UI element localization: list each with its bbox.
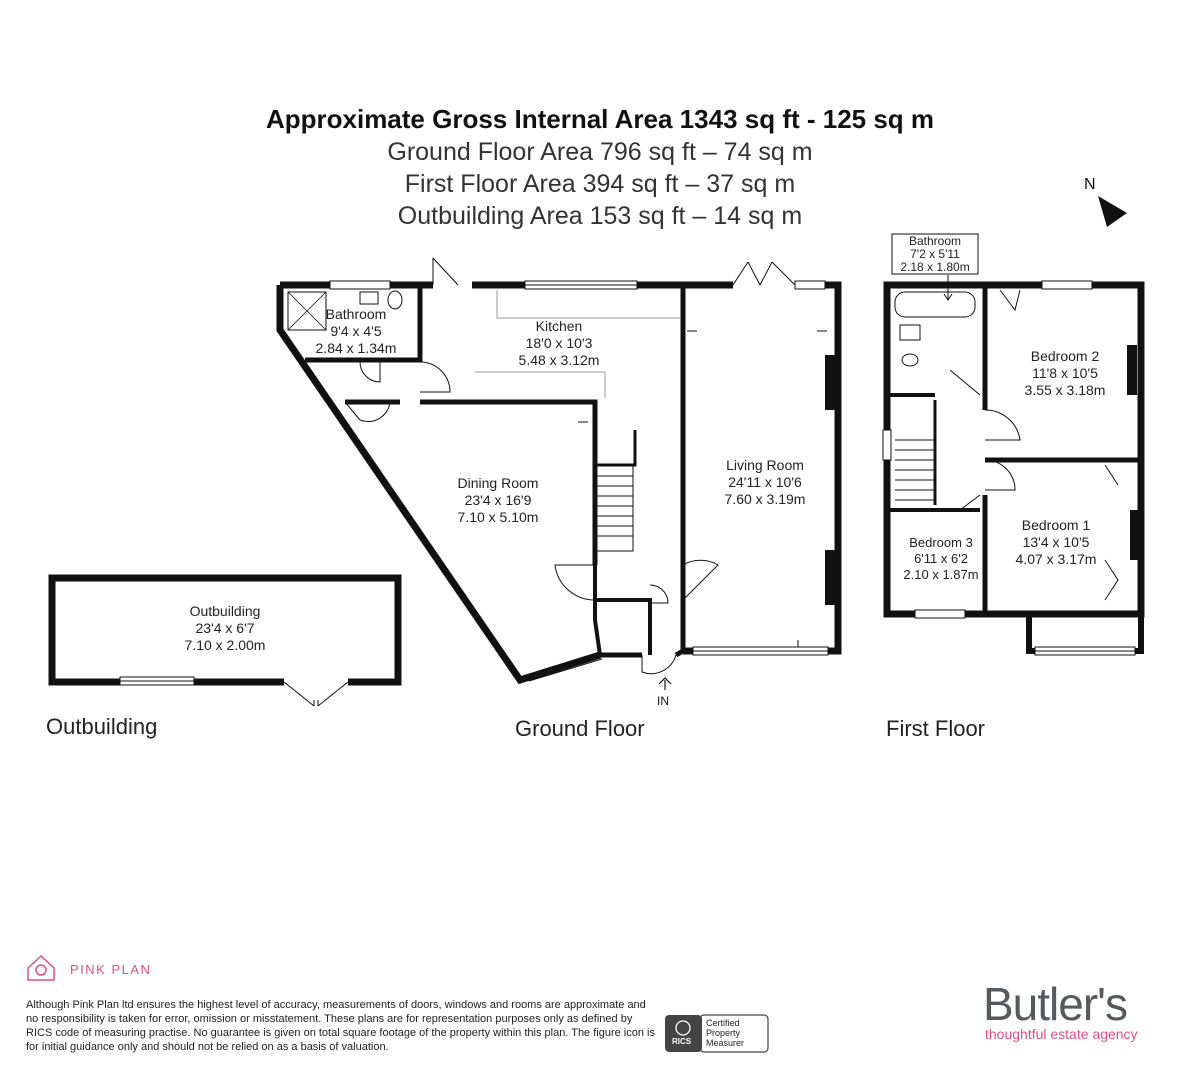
ground-floor-plan <box>276 257 842 685</box>
first-bathroom-label: Bathroom 7'2 x 5'11 2.18 x 1.80m <box>893 235 977 274</box>
room-imperial: 23'4 x 6'7 <box>195 620 255 636</box>
room-metric: 3.55 x 3.18m <box>1024 382 1106 398</box>
room-name: Bathroom <box>325 306 387 322</box>
disclaimer-text: Although Pink Plan ltd ensures the highe… <box>26 999 655 1053</box>
rics-certification: Certified Property Measurer <box>706 1018 744 1048</box>
room-imperial: 9'4 x 4'5 <box>330 323 382 339</box>
room-name: Outbuilding <box>189 603 261 619</box>
room-imperial: 7'2 x 5'11 <box>910 247 960 261</box>
room-name: Kitchen <box>535 318 583 334</box>
room-metric: 2.84 x 1.34m <box>315 340 397 356</box>
room-metric: 2.10 x 1.87m <box>903 567 979 582</box>
first-floor-plan <box>882 233 1145 656</box>
bedroom-1-label: Bedroom 1 13'4 x 10'5 4.07 x 3.17m <box>996 517 1116 568</box>
bedroom-3-label: Bedroom 3 6'11 x 6'2 2.10 x 1.87m <box>893 535 989 583</box>
outbuilding-plan <box>48 574 402 707</box>
north-label: N <box>1084 176 1096 193</box>
room-imperial: 23'4 x 16'9 <box>464 492 532 508</box>
room-imperial: 24'11 x 10'6 <box>728 474 802 490</box>
ground-floor-label: Ground Floor <box>515 716 645 741</box>
outbuilding-room-label: Outbuilding 23'4 x 6'7 7.10 x 2.00m <box>165 603 285 654</box>
rics-badge <box>665 1014 769 1053</box>
rics-text: RICS <box>672 1037 692 1046</box>
pink-plan-label: PINK PLAN <box>70 962 152 977</box>
room-imperial: 11'8 x 10'5 <box>1032 365 1098 381</box>
rics-cert-line: Property <box>706 1028 741 1038</box>
rics-cert-line: Certified <box>706 1018 740 1028</box>
area-title: Approximate Gross Internal Area 1343 sq … <box>265 104 935 134</box>
living-room-label: Living Room 24'11 x 10'6 7.60 x 3.19m <box>705 457 825 508</box>
rics-cert-line: Measurer <box>706 1038 745 1048</box>
room-metric: 7.60 x 3.19m <box>724 491 806 507</box>
room-metric: 2.18 x 1.80m <box>900 260 970 274</box>
first-floor-area: First Floor Area 394 sq ft – 37 sq m <box>404 170 796 198</box>
room-metric: 7.10 x 5.10m <box>457 509 539 525</box>
outbuilding-area: Outbuilding Area 153 sq ft – 14 sq m <box>397 202 803 230</box>
butlers-logo: Butler's <box>983 978 1128 1030</box>
room-metric: 7.10 x 2.00m <box>184 637 266 653</box>
room-metric: 4.07 x 3.17m <box>1015 551 1097 567</box>
room-name: Bedroom 3 <box>909 535 973 550</box>
first-floor-label: First Floor <box>886 716 985 741</box>
ground-bathroom-label: Bathroom 9'4 x 4'5 2.84 x 1.34m <box>306 306 406 357</box>
room-name: Bedroom 2 <box>1030 348 1100 364</box>
dining-room-label: Dining Room 23'4 x 16'9 7.10 x 5.10m <box>438 475 558 526</box>
entrance-arrow-icon <box>658 677 672 690</box>
room-name: Living Room <box>726 457 804 473</box>
entrance-label: IN <box>657 694 669 708</box>
room-imperial: 6'11 x 6'2 <box>914 551 968 566</box>
room-imperial: 18'0 x 10'3 <box>525 335 593 351</box>
outbuilding-floor-label: Outbuilding <box>46 714 158 739</box>
room-metric: 5.48 x 3.12m <box>518 352 600 368</box>
pink-plan-logo-icon <box>27 954 55 981</box>
room-name: Bathroom <box>908 234 962 248</box>
bedroom-2-label: Bedroom 2 11'8 x 10'5 3.55 x 3.18m <box>1005 348 1125 399</box>
kitchen-label: Kitchen 18'0 x 10'3 5.48 x 3.12m <box>499 318 619 369</box>
north-arrow-icon <box>1098 196 1127 227</box>
room-name: Bedroom 1 <box>1021 517 1091 533</box>
room-name: Dining Room <box>457 475 539 491</box>
butlers-tagline: thoughtful estate agency <box>985 1026 1138 1042</box>
room-imperial: 13'4 x 10'5 <box>1022 534 1090 550</box>
ground-floor-area: Ground Floor Area 796 sq ft – 74 sq m <box>387 138 813 166</box>
